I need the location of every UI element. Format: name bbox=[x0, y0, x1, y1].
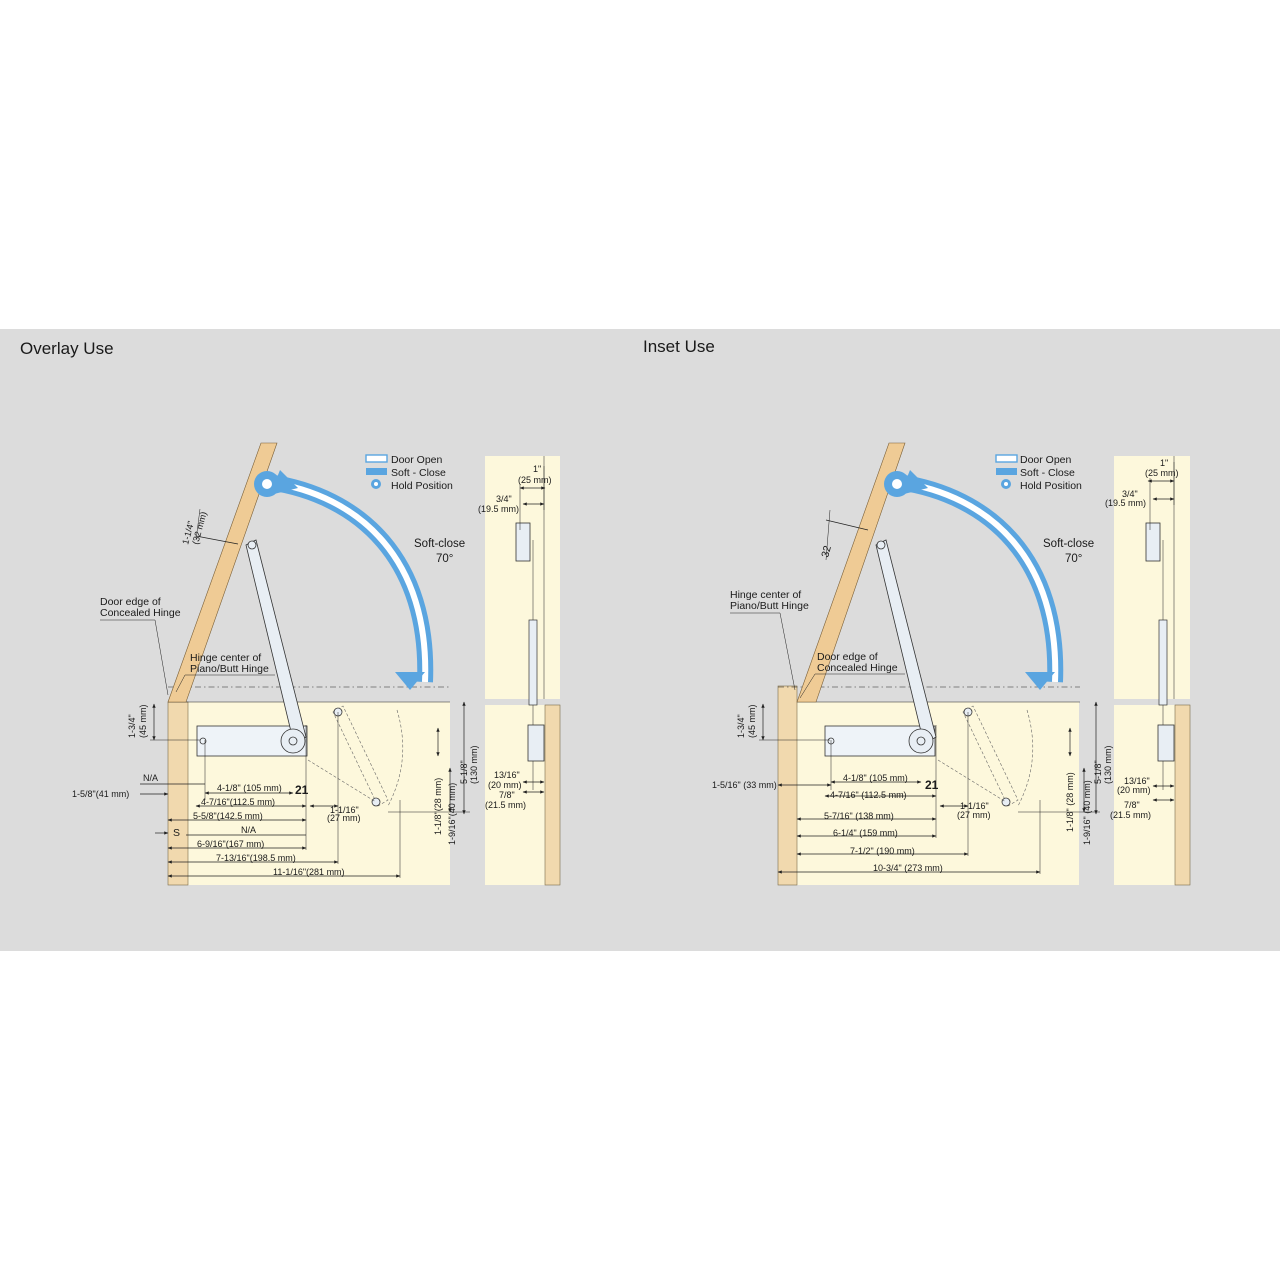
inset-legend-soft-close-swatch bbox=[996, 468, 1017, 475]
overlay-dim-v130-mm: (130 mm) bbox=[469, 745, 479, 784]
overlay-dim-45-mm: (45 mm) bbox=[138, 704, 148, 738]
inset-dim-v40: 1-9/16" (40 mm) bbox=[1082, 780, 1092, 845]
overlay-hinge-center-label: Hinge center of bbox=[190, 652, 261, 664]
overlay-side-dim-1-mm: (25 mm) bbox=[518, 475, 552, 485]
inset-side-cylinder bbox=[1158, 619, 1168, 706]
overlay-side-dim-1316-mm: (20 mm) bbox=[488, 780, 522, 790]
inset-dim-45-mm: (45 mm) bbox=[747, 704, 757, 738]
overlay-dim-v28: 1-1/8"(28 mm) bbox=[433, 778, 443, 835]
inset-panel: Inset Use Door Open Soft - Close Hold Po… bbox=[643, 337, 1191, 886]
inset-dim-1116-mm: (27 mm) bbox=[957, 810, 991, 820]
overlay-dim-1116: 1-1/16" bbox=[330, 805, 359, 815]
overlay-legend-soft-close: Soft - Close bbox=[391, 467, 446, 479]
inset-dim-33: 1-5/16" (33 mm) bbox=[712, 780, 777, 790]
overlay-legend-door-open-swatch bbox=[365, 454, 388, 463]
overlay-door-edge-label: Door edge of bbox=[100, 596, 161, 608]
overlay-door bbox=[167, 442, 278, 703]
overlay-dim-105: 4-1/8" (105 mm) bbox=[217, 783, 282, 793]
inset-side-dim-1: 1" bbox=[1160, 458, 1168, 468]
overlay-na-mid: N/A bbox=[241, 825, 256, 835]
inset-dim-159: 6-1/4" (159 mm) bbox=[833, 828, 898, 838]
overlay-side-dim-34: 3/4" bbox=[496, 494, 512, 504]
inset-cabinet-side-panel bbox=[777, 685, 798, 886]
overlay-side-door bbox=[485, 456, 560, 699]
inset-side-dim-1-mm: (25 mm) bbox=[1145, 468, 1179, 478]
overlay-soft-close-label: Soft-close bbox=[414, 538, 465, 550]
inset-side-dim-1316-mm: (20 mm) bbox=[1117, 785, 1151, 795]
overlay-legend-soft-close-swatch bbox=[366, 468, 387, 475]
inset-dim-1116: 1-1/16" bbox=[960, 801, 989, 811]
overlay-dim-v40: 1-9/16"(40 mm) bbox=[447, 783, 457, 845]
overlay-dim-1116-mm: (27 mm) bbox=[327, 813, 361, 823]
overlay-side-mount bbox=[515, 522, 531, 562]
inset-side-door bbox=[1114, 456, 1190, 699]
inset-dim-190: 7-1/2" (190 mm) bbox=[850, 846, 915, 856]
inset-side-plate bbox=[1157, 724, 1175, 762]
overlay-dim-198: 7-13/16"(198.5 mm) bbox=[216, 853, 296, 863]
overlay-dim-142: 5-5/8"(142.5 mm) bbox=[193, 811, 263, 821]
overlay-dim-167: 6-9/16"(167 mm) bbox=[197, 839, 264, 849]
inset-hinge-center-label-2: Piano/Butt Hinge bbox=[730, 600, 809, 612]
inset-dim-21: 21 bbox=[925, 778, 939, 792]
overlay-cabinet-side-panel bbox=[167, 701, 189, 886]
inset-door bbox=[796, 442, 906, 703]
overlay-s-label: S bbox=[173, 827, 180, 839]
overlay-side-dim-1: 1" bbox=[533, 464, 541, 474]
inset-side-dim-1316: 13/16" bbox=[1124, 776, 1150, 786]
overlay-title: Overlay Use bbox=[20, 339, 114, 358]
overlay-side-plate bbox=[527, 724, 545, 762]
inset-side-mount bbox=[1145, 522, 1161, 562]
inset-legend-hold-position: Hold Position bbox=[1020, 480, 1082, 492]
inset-dim-273: 10-3/4" (273 mm) bbox=[873, 863, 943, 873]
overlay-panel: Overlay Use Door Open Soft - Close bbox=[20, 339, 561, 886]
overlay-dim-v130: 5-1/8" bbox=[459, 760, 469, 784]
overlay-door-edge-label-2: Concealed Hinge bbox=[100, 607, 181, 619]
inset-hinge-center-label: Hinge center of bbox=[730, 589, 801, 601]
inset-legend-soft-close: Soft - Close bbox=[1020, 467, 1075, 479]
inset-side-dim-34-mm: (19.5 mm) bbox=[1105, 498, 1146, 508]
inset-dim-112: 4-7/16" (112.5 mm) bbox=[830, 790, 907, 800]
inset-side-dim-34: 3/4" bbox=[1122, 489, 1138, 499]
overlay-side-dim-1316: 13/16" bbox=[494, 770, 520, 780]
inset-soft-close-label: Soft-close bbox=[1043, 538, 1094, 550]
overlay-dim-21: 21 bbox=[295, 783, 309, 797]
inset-side-dim-78: 7/8" bbox=[1124, 800, 1140, 810]
inset-legend-door-open-swatch bbox=[995, 454, 1018, 463]
inset-dim-v28: 1-1/8" (28 mm) bbox=[1065, 772, 1075, 832]
overlay-side-dim-78: 7/8" bbox=[499, 790, 515, 800]
inset-legend-door-open: Door Open bbox=[1020, 454, 1072, 466]
overlay-legend-door-open: Door Open bbox=[391, 454, 443, 466]
overlay-dim-281: 11-1/16"(281 mm) bbox=[273, 867, 345, 877]
inset-dim-45: 1-3/4" bbox=[736, 714, 746, 738]
inset-dim-v130: 5-1/8" bbox=[1093, 760, 1103, 784]
overlay-angle-label: 70° bbox=[436, 553, 453, 565]
overlay-side-dim-34-mm: (19.5 mm) bbox=[478, 504, 519, 514]
overlay-side-dim-78-mm: (21.5 mm) bbox=[485, 800, 526, 810]
inset-title: Inset Use bbox=[643, 337, 715, 356]
inset-side-dim-78-mm: (21.5 mm) bbox=[1110, 810, 1151, 820]
inset-dim-138: 5-7/16" (138 mm) bbox=[824, 811, 894, 821]
overlay-dim-41: 1-5/8"(41 mm) bbox=[72, 789, 129, 799]
inset-dim-105: 4-1/8" (105 mm) bbox=[843, 773, 908, 783]
overlay-hinge-center-label-2: Piano/Butt Hinge bbox=[190, 663, 269, 675]
overlay-legend-hold-position: Hold Position bbox=[391, 480, 453, 492]
inset-door-thickness: 32 bbox=[819, 544, 834, 559]
inset-door-edge-label: Door edge of bbox=[817, 651, 878, 663]
overlay-na-top: N/A bbox=[143, 773, 158, 783]
overlay-dim-112: 4-7/16"(112.5 mm) bbox=[201, 797, 275, 807]
inset-dim-v130-mm: (130 mm) bbox=[1103, 745, 1113, 784]
inset-angle-label: 70° bbox=[1065, 553, 1082, 565]
overlay-dim-45: 1-3/4" bbox=[127, 714, 137, 738]
overlay-side-cylinder bbox=[528, 619, 538, 706]
inset-door-edge-label-2: Concealed Hinge bbox=[817, 662, 898, 674]
